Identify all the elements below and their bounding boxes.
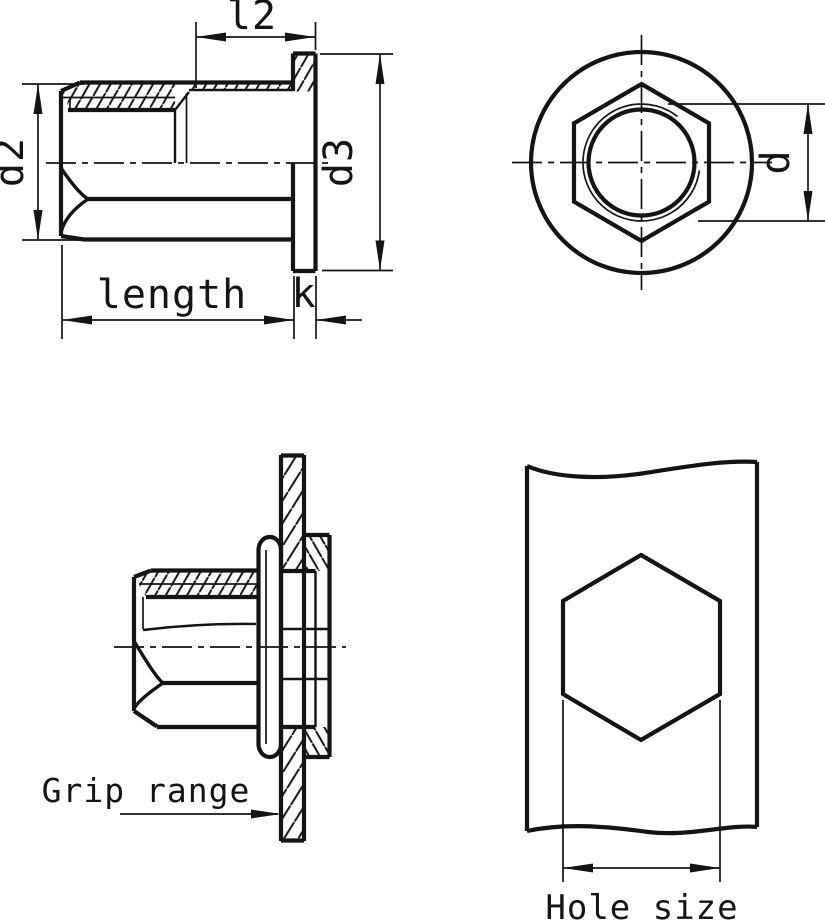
grip-range-callout: Grip range [42,771,281,819]
label-length: length [97,272,248,318]
label-d: d [753,149,799,174]
dimension-d: d [668,103,825,222]
installed-section-view: Grip range [42,453,346,843]
dimension-d3: d3 [316,53,393,272]
label-d2: d2 [0,137,33,187]
hole-plate-view: Hole size [524,459,760,924]
plate-outline [524,459,760,836]
label-k: k [291,271,316,317]
installed-hex-body [131,568,258,730]
dimension-length: length [61,245,294,339]
hex-hole [560,552,723,743]
front-view: d [512,35,825,290]
label-grip-range: Grip range [42,771,251,810]
label-hole-size: Hole size [545,888,738,924]
dimension-k: k [291,271,362,339]
dimension-d2: d2 [0,83,97,241]
label-d3: d3 [316,137,362,187]
dimension-hole-size: Hole size [545,700,738,924]
hex-body-outline [58,80,293,242]
clamped-plate [278,453,307,843]
section-hatching [62,53,316,110]
label-l2: l2 [227,0,277,39]
dimension-l2: l2 [195,0,317,88]
sleeve-and-flange [281,532,332,760]
side-section-view: l2 d2 d3 length [0,0,393,339]
thread-arc [582,103,701,222]
